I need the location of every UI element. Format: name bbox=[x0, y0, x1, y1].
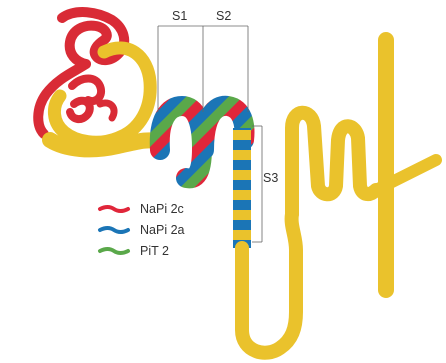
proximal-convoluted-tubule bbox=[160, 106, 245, 179]
legend-swatch-napi2a bbox=[100, 228, 128, 232]
legend-swatch-pit2 bbox=[100, 249, 128, 253]
legend-swatch-napi2c bbox=[100, 207, 128, 211]
s3-label: S3 bbox=[263, 171, 278, 185]
proximal-straight-tubule bbox=[233, 128, 251, 248]
tubule-outlet bbox=[50, 140, 160, 149]
s2-label: S2 bbox=[216, 9, 231, 23]
s1-label: S1 bbox=[172, 9, 187, 23]
distal-tubule bbox=[292, 113, 376, 214]
legend: NaPi 2c NaPi 2a PiT 2 bbox=[100, 202, 185, 258]
glomerulus-inner-c bbox=[100, 103, 114, 118]
legend-label-napi2a: NaPi 2a bbox=[140, 223, 185, 237]
legend-label-napi2c: NaPi 2c bbox=[140, 202, 184, 216]
glomerulus-inner-b bbox=[70, 101, 90, 119]
legend-label-pit2: PiT 2 bbox=[140, 244, 169, 258]
glomerulus-loop bbox=[62, 12, 124, 64]
